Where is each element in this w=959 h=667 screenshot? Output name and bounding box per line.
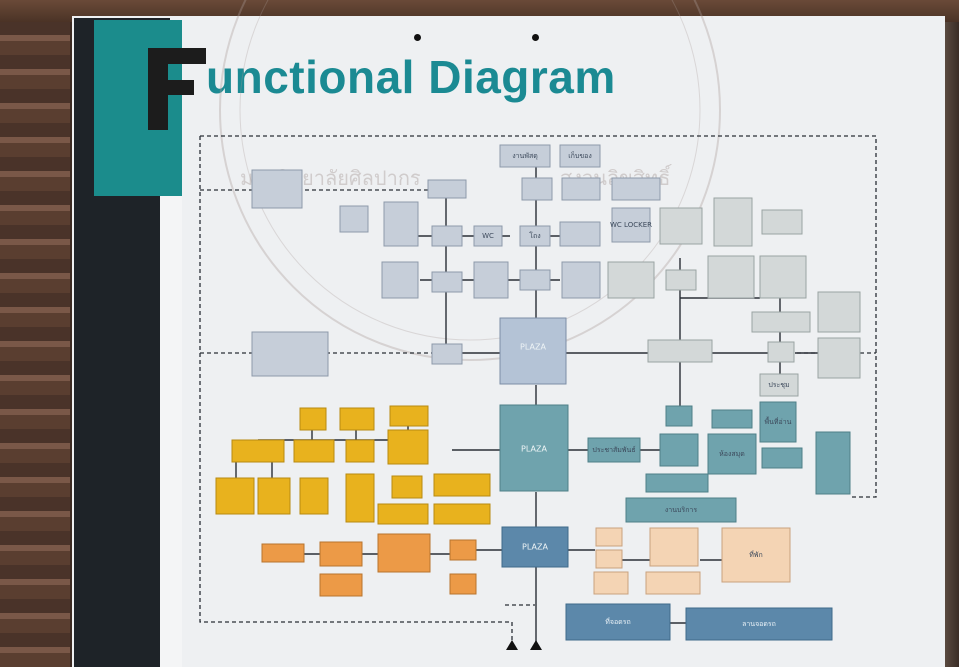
box-label: ลานจอดรถ: [742, 620, 776, 628]
box-label: WC: [482, 232, 494, 240]
white-accent-band: [160, 196, 182, 667]
box-label: พื้นที่อ่าน: [765, 415, 792, 426]
entrance-arrow-icon: [530, 640, 542, 650]
pin-right-icon: [532, 34, 539, 41]
box-label: ที่จอดรถ: [605, 617, 630, 626]
big-letter-f-logo: [148, 48, 206, 130]
box-label: ห้องสมุด: [719, 450, 745, 458]
plaza-label: PLAZA: [520, 343, 546, 352]
box-label: โถง: [529, 231, 540, 240]
box-label: งานบริการ: [665, 506, 698, 514]
page-title: unctional Diagram: [206, 51, 616, 103]
plaza-label: PLAZA: [522, 543, 548, 552]
box-label: งานพัสดุ: [512, 152, 538, 160]
box-label: WC LOCKER: [610, 221, 652, 229]
plaza-label: PLAZA: [521, 445, 547, 454]
wood-frame-right: [945, 22, 959, 667]
site-boundary: [200, 135, 877, 498]
wood-frame-left: [0, 22, 70, 667]
entrance-arrow-icon: [506, 640, 518, 650]
box-label: ประชุม: [768, 381, 789, 389]
box-label: ที่พัก: [749, 550, 762, 559]
box-label: เก็บของ: [568, 151, 591, 160]
pin-left-icon: [414, 34, 421, 41]
box-label: ประชาสัมพันธ์: [592, 446, 635, 454]
